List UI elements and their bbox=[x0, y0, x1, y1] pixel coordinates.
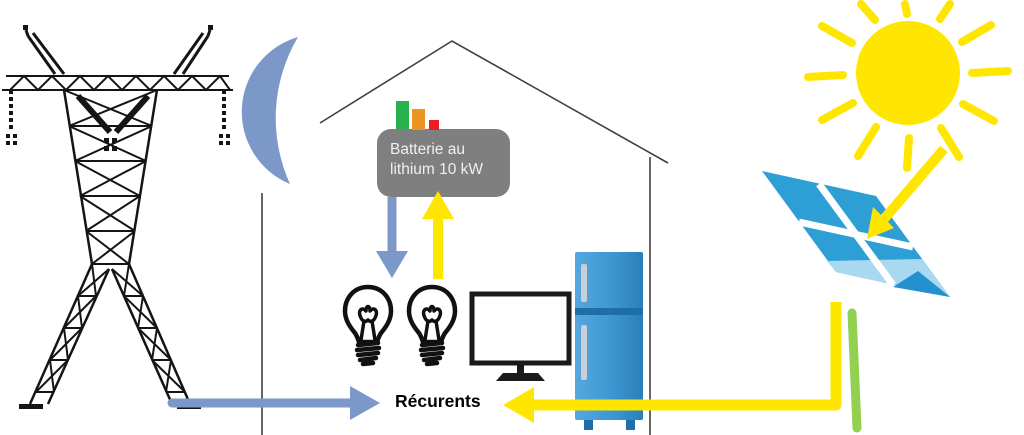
battery-label-line2: lithium 10 kW bbox=[390, 161, 484, 179]
battery-level-bars-icon bbox=[396, 101, 439, 130]
bar-green bbox=[396, 101, 409, 130]
bar-red bbox=[429, 120, 439, 130]
refrigerator-icon bbox=[575, 252, 643, 430]
house-outline bbox=[261, 40, 669, 435]
light-bulb-icon-1 bbox=[342, 284, 394, 367]
roof-line bbox=[319, 40, 669, 164]
panel-stand bbox=[847, 308, 862, 433]
sun-to-panel-arrow bbox=[867, 145, 948, 239]
light-bulb-icon-2 bbox=[406, 284, 458, 367]
battery-label-line1: Batterie au bbox=[390, 141, 465, 158]
grid-to-loads-arrow bbox=[167, 386, 380, 420]
loads-label: Récurents bbox=[395, 391, 481, 411]
battery-charge-arrow bbox=[422, 191, 454, 279]
moon-icon bbox=[241, 37, 298, 184]
monitor-icon bbox=[469, 291, 572, 381]
solar-to-loads-arrow bbox=[503, 302, 842, 423]
battery-label-box: Batterie au lithium 10 kW bbox=[377, 129, 510, 197]
power-pylon-icon bbox=[2, 25, 233, 409]
bar-orange bbox=[412, 109, 425, 130]
solar-panel-icon bbox=[762, 171, 950, 297]
battery-discharge-arrow bbox=[376, 197, 408, 278]
sun-icon bbox=[804, 0, 1012, 172]
